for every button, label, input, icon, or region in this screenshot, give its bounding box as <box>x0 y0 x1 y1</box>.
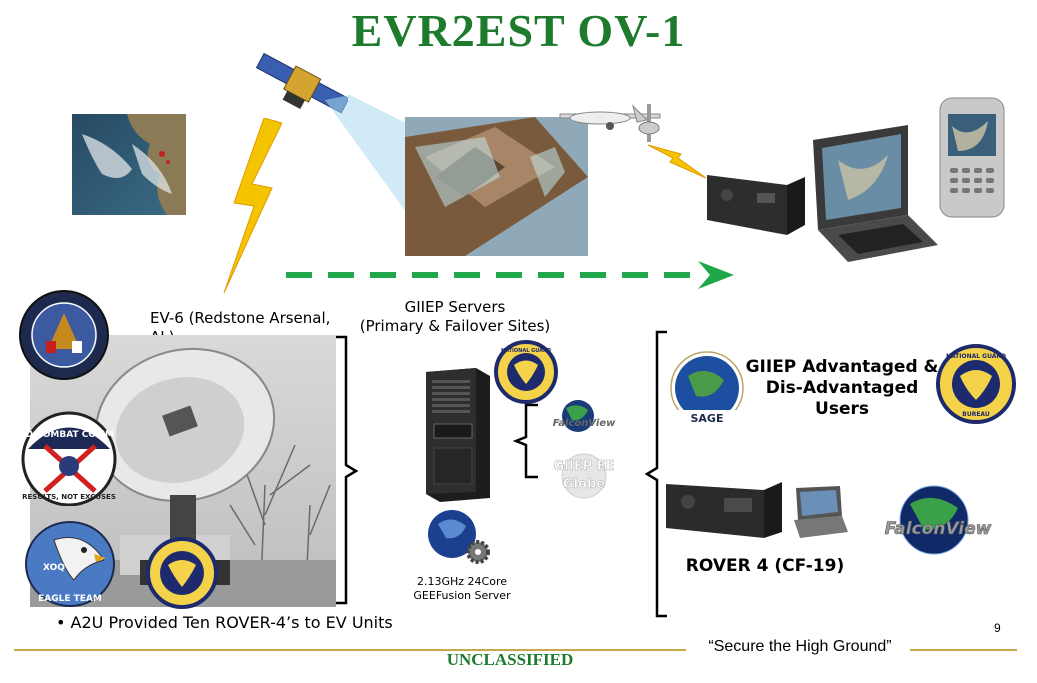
slide-title: EVR2EST OV-1 <box>351 5 686 56</box>
bullet-point: • A2U Provided Ten ROVER-4’s to EV Units <box>56 613 393 632</box>
eagle-team-text: EAGLE TEAM <box>38 594 102 604</box>
ngb-seal-right-icon: NATIONAL GUARD BUREAU <box>936 344 1016 424</box>
laptop-icon <box>813 125 938 262</box>
geefusion-line2: GEEFusion Server <box>413 589 511 602</box>
page-number: 9 <box>994 621 1001 635</box>
falconview-large-text: FalconView <box>885 519 992 539</box>
lightning-bolt-small-icon <box>648 144 706 179</box>
footer-divider-right <box>905 649 1017 651</box>
sage-text: SAGE <box>691 412 724 425</box>
giiep-users-label: GIIEP Advantaged & Dis-Advantaged Users <box>742 357 942 420</box>
giiep-ee-globe-icon: GIIEP EE Globe <box>553 453 615 499</box>
server-rack-icon <box>426 368 490 502</box>
giiep-servers-line2: (Primary & Failover Sites) <box>359 317 551 335</box>
falconview-small-text: FalconView <box>553 418 617 429</box>
xoq-text: XOQ <box>43 563 65 573</box>
data-flow-arrow <box>286 261 734 289</box>
lightning-bolt-icon <box>223 118 282 293</box>
geefusion-line1: 2.13GHz 24Core <box>416 575 507 588</box>
right-group-bracket <box>645 330 667 618</box>
cf19-laptop-icon <box>794 486 848 538</box>
geefusion-globe-gear-icon <box>428 510 490 564</box>
terrain-3d-map <box>405 117 588 256</box>
giiep-servers-line1: GIIEP Servers <box>404 298 506 316</box>
rover-device-icon <box>707 175 805 235</box>
uav-drone-icon <box>559 104 661 130</box>
giiep-users-line1: GIIEP Advantaged & <box>745 357 939 377</box>
motto-text: “Secure the High Ground” <box>690 638 910 656</box>
ngb-seal-servers-icon: NATIONAL GUARD <box>494 340 558 404</box>
sage-globe-icon: SAGE <box>670 351 744 426</box>
eagle-team-patch-icon: XOQ EAGLE TEAM <box>25 521 115 607</box>
ngb-right-top-text: NATIONAL GUARD <box>946 353 1006 360</box>
ngb-right-bottom-text: BUREAU <box>962 411 990 418</box>
rover4-label: ROVER 4 (CF-19) <box>685 556 845 576</box>
results-text: RESULTS, NOT EXCUSES <box>22 493 116 501</box>
giiep-servers-label: GIIEP Servers (Primary & Failover Sites) <box>350 298 560 336</box>
falconview-small-logo-icon: FalconView <box>553 400 617 432</box>
rover4-device-icon <box>666 482 782 538</box>
server-apps-bracket <box>512 403 538 479</box>
giiep-users-line2: Dis-Advantaged <box>765 378 919 398</box>
falconview-large-logo-icon: FalconView <box>884 485 992 555</box>
classification-banner: UNCLASSIFIED <box>446 650 574 669</box>
combat-comm-text: 232D COMBAT COMM SQ <box>20 430 118 440</box>
ngb-servers-top-text: NATIONAL GUARD <box>501 348 551 354</box>
national-guard-bureau-seal-icon <box>146 537 218 609</box>
eagle-vision-patch-icon <box>19 290 109 380</box>
smartphone-icon <box>939 97 1005 218</box>
giiep-globe-line1: GIIEP EE <box>553 459 614 474</box>
footer-divider-left <box>14 649 686 651</box>
combat-comm-patch-icon: 232D COMBAT COMM SQ RESULTS, NOT EXCUSES <box>20 411 118 506</box>
giiep-globe-line2: Globe <box>563 477 605 492</box>
left-group-bracket <box>336 335 359 605</box>
geefusion-server-label: 2.13GHz 24Core GEEFusion Server <box>392 575 532 603</box>
giiep-users-line3: Users <box>815 399 869 419</box>
bullet-text: A2U Provided Ten ROVER-4’s to EV Units <box>70 613 393 632</box>
satellite-imagery-photo <box>72 114 186 215</box>
antenna-icon <box>638 104 660 142</box>
